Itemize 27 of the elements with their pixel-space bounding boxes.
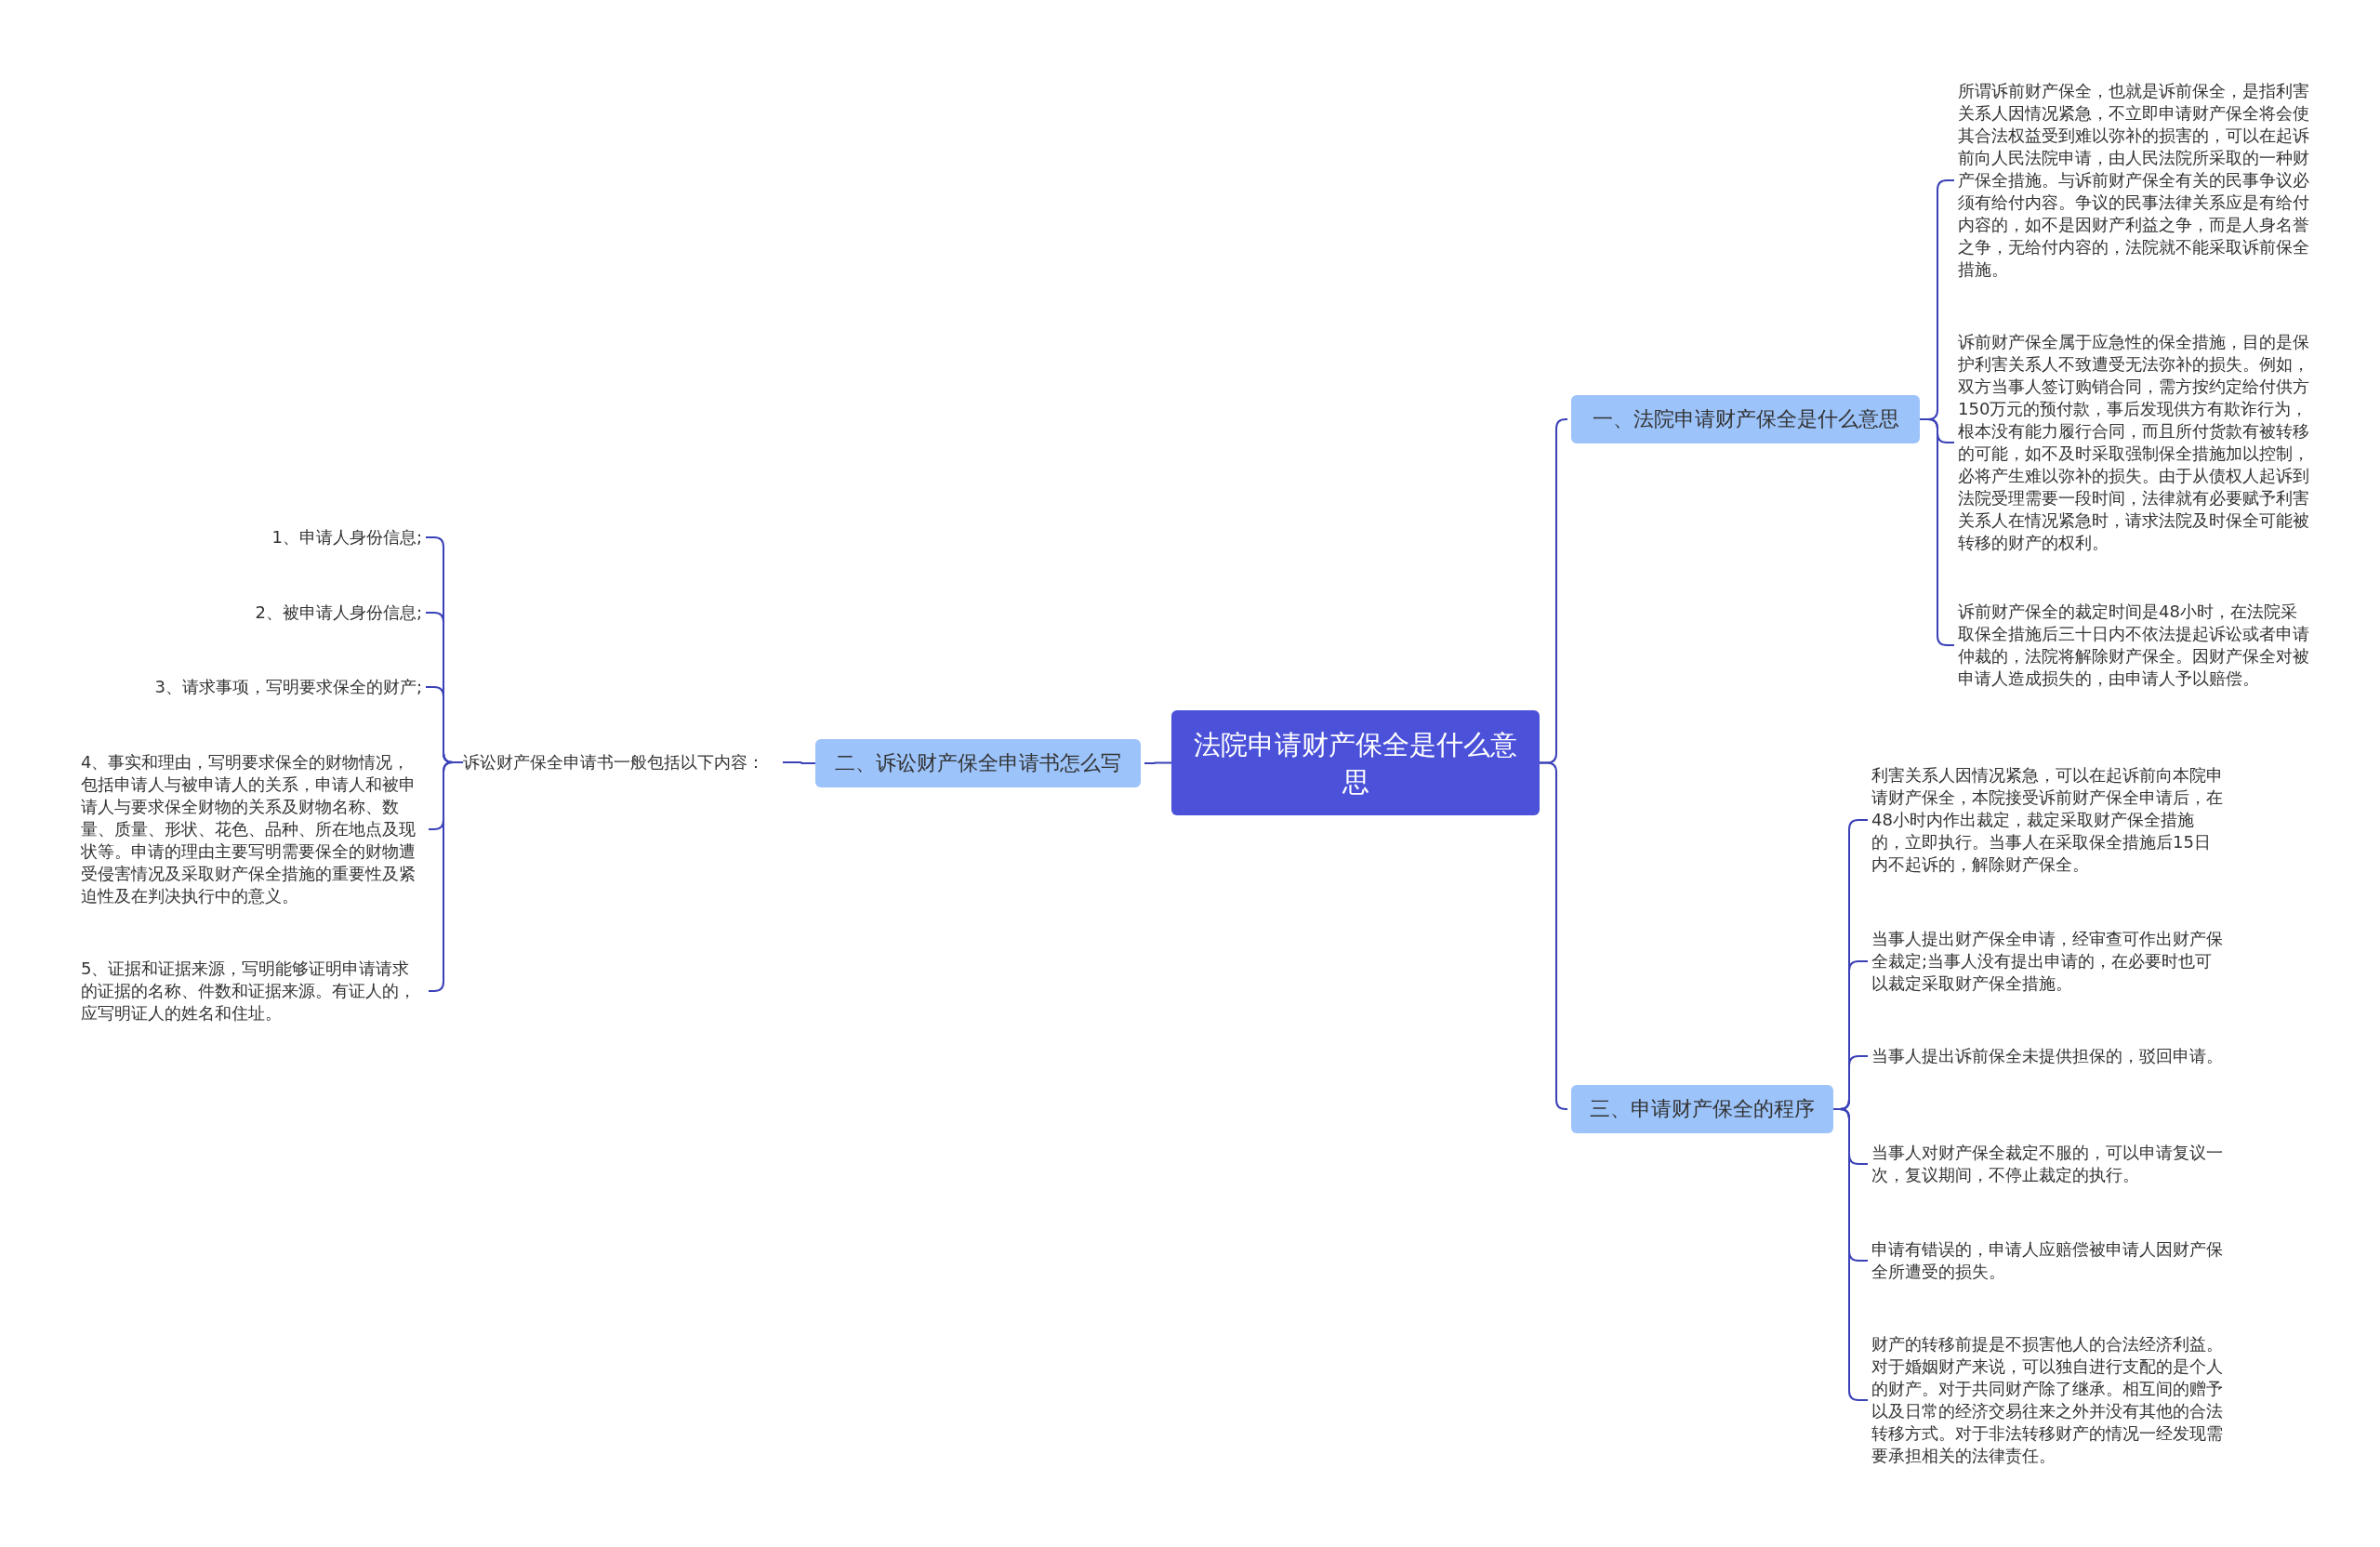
topic-label: 一、法院申请财产保全是什么意思: [1592, 406, 1899, 432]
branch-topic-box: [1571, 1085, 1833, 1133]
connector-line: [782, 761, 816, 764]
note-text: 诉讼财产保全申请书一般包括以下内容：: [463, 751, 779, 774]
note-text: 申请有错误的，申请人应赔偿被申请人因财产保全所遭受的损失。: [1871, 1238, 2225, 1283]
note-text: 财产的转移前提是不损害他人的合法经济利益。对于婚姻财产来说，可以独自进行支配的是个人的财产。对于共同财产除了继承。相互间的赠予以及日常的经济交易往来之外并没有其他的合法转移方式。对于非法转移财产的情况一经发现需要承担相关的法律责任。: [1871, 1333, 2225, 1467]
note-text: 4、事实和理由，写明要求保全的财物情况，包括申请人与被申请人的关系，申请人和被申请人与要求保全财物的关系及财物名称、数量、质量、形状、花色、品种、所在地点及现状等。申请的理由主要写明需要保全的财物遭受侵害情况及采取财产保全措施的重要性及紧迫性及在判决执行中的意义。: [81, 751, 425, 907]
central-topic-box: [1171, 710, 1540, 815]
note-text: 3、请求事项，写明要求保全的财产;: [86, 676, 422, 698]
note-text: 1、申请人身份信息;: [86, 526, 422, 549]
note-text: 诉前财产保全的裁定时间是48小时，在法院采取保全措施后三十日内不依法提起诉讼或者申请仲裁的，法院将解除财产保全。因财产保全对被申请人造成损失的，由申请人予以赔偿。: [1958, 601, 2311, 690]
connector-line: [1539, 761, 1568, 1110]
note-text: 所谓诉前财产保全，也就是诉前保全，是指利害关系人因情况紧急，不立即申请财产保全将会使其合法权益受到难以弥补的损害的，可以在起诉前向人民法院申请，由人民法院所采取的一种财产保全措施。与诉前财产保全有关的民事争议必须有给付内容。争议的民事法律关系应是有给付内容的，如不是因财产利益之争，而是人身名誉之争，无给付内容的，法院就不能采取诉前保全措施。: [1958, 80, 2311, 281]
branch-topic-box: [1571, 395, 1920, 443]
connector-line: [1832, 1108, 1869, 1401]
note-text: 当事人对财产保全裁定不服的，可以申请复议一次，复议期间，不停止裁定的执行。: [1871, 1142, 2225, 1186]
connector-line: [1144, 761, 1172, 764]
branch-topic-box: [815, 739, 1141, 787]
note-text: 2、被申请人身份信息;: [86, 602, 422, 624]
topic-label: 三、申请财产保全的程序: [1590, 1096, 1815, 1122]
note-text: 当事人提出诉前保全未提供担保的，驳回申请。: [1871, 1045, 2225, 1067]
note-text: 诉前财产保全属于应急性的保全措施，目的是保护利害关系人不致遭受无法弥补的损失。例如，双方当事人签订购销合同，需方按约定给付供方150万元的预付款，事后发现供方有欺诈行为，根本没有能力履行合同，而且所付货款有被转移的可能，如不及时采取强制保全措施加以控制，必将产生难以弥补的损失。由于从债权人起诉到法院受理需要一段时间，法律就有必要赋予利害关系人在情况紧急时，请求法院及时保全可能被转移的财产的权利。: [1958, 331, 2311, 554]
topic-label: 二、诉讼财产保全申请书怎么写: [835, 750, 1121, 776]
note-text: 利害关系人因情况紧急，可以在起诉前向本院申请财产保全，本院接受诉前财产保全申请后，在48小时内作出裁定，裁定采取财产保全措施的，立即执行。当事人在采取保全措施后15日内不起诉的，解除财产保全。: [1871, 764, 2225, 876]
note-text: 5、证据和证据来源，写明能够证明申请请求的证据的名称、件数和证据来源。有证人的，应写明证人的姓名和住址。: [81, 958, 425, 1025]
note-text: 当事人提出财产保全申请，经审查可作出财产保全裁定;当事人没有提出申请的，在必要时也可以裁定采取财产保全措施。: [1871, 928, 2225, 995]
topic-label: 法院申请财产保全是什么意思: [1193, 727, 1518, 800]
